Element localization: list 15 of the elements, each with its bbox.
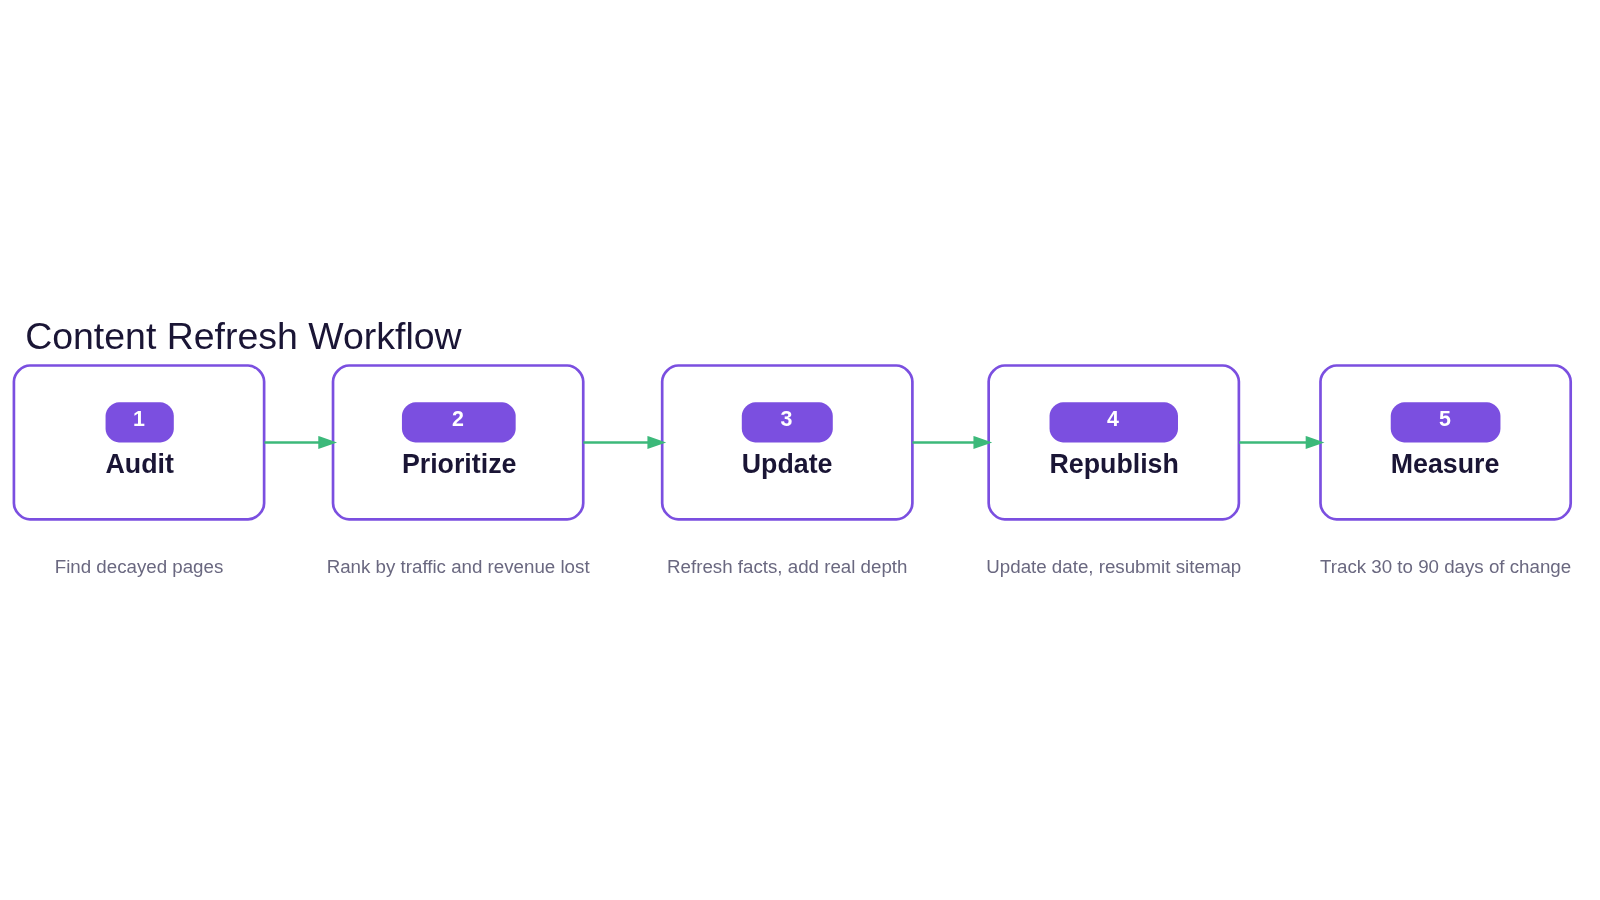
node-label: Find decayed pages [54,555,224,577]
node-label: Refresh facts, add real depth [667,555,908,577]
arrow [583,435,667,449]
node-label: Rank by traffic and revenue lost [326,555,590,577]
node-box: 2 Prioritize [331,363,585,521]
arrow [912,435,993,449]
arrow [1239,435,1325,449]
arrow [264,435,338,449]
node-box: 4 Republish [987,363,1241,521]
node-box: 5 Measure [1319,363,1573,521]
node-label: Track 30 to 90 days of change [1320,555,1572,577]
node-box: 3 Update [660,363,914,521]
node-box: 1 Audit [12,363,266,521]
node-label: Update date, resubmit sitemap [986,555,1242,577]
diagram-title: Content Refresh Workflow [25,314,462,357]
